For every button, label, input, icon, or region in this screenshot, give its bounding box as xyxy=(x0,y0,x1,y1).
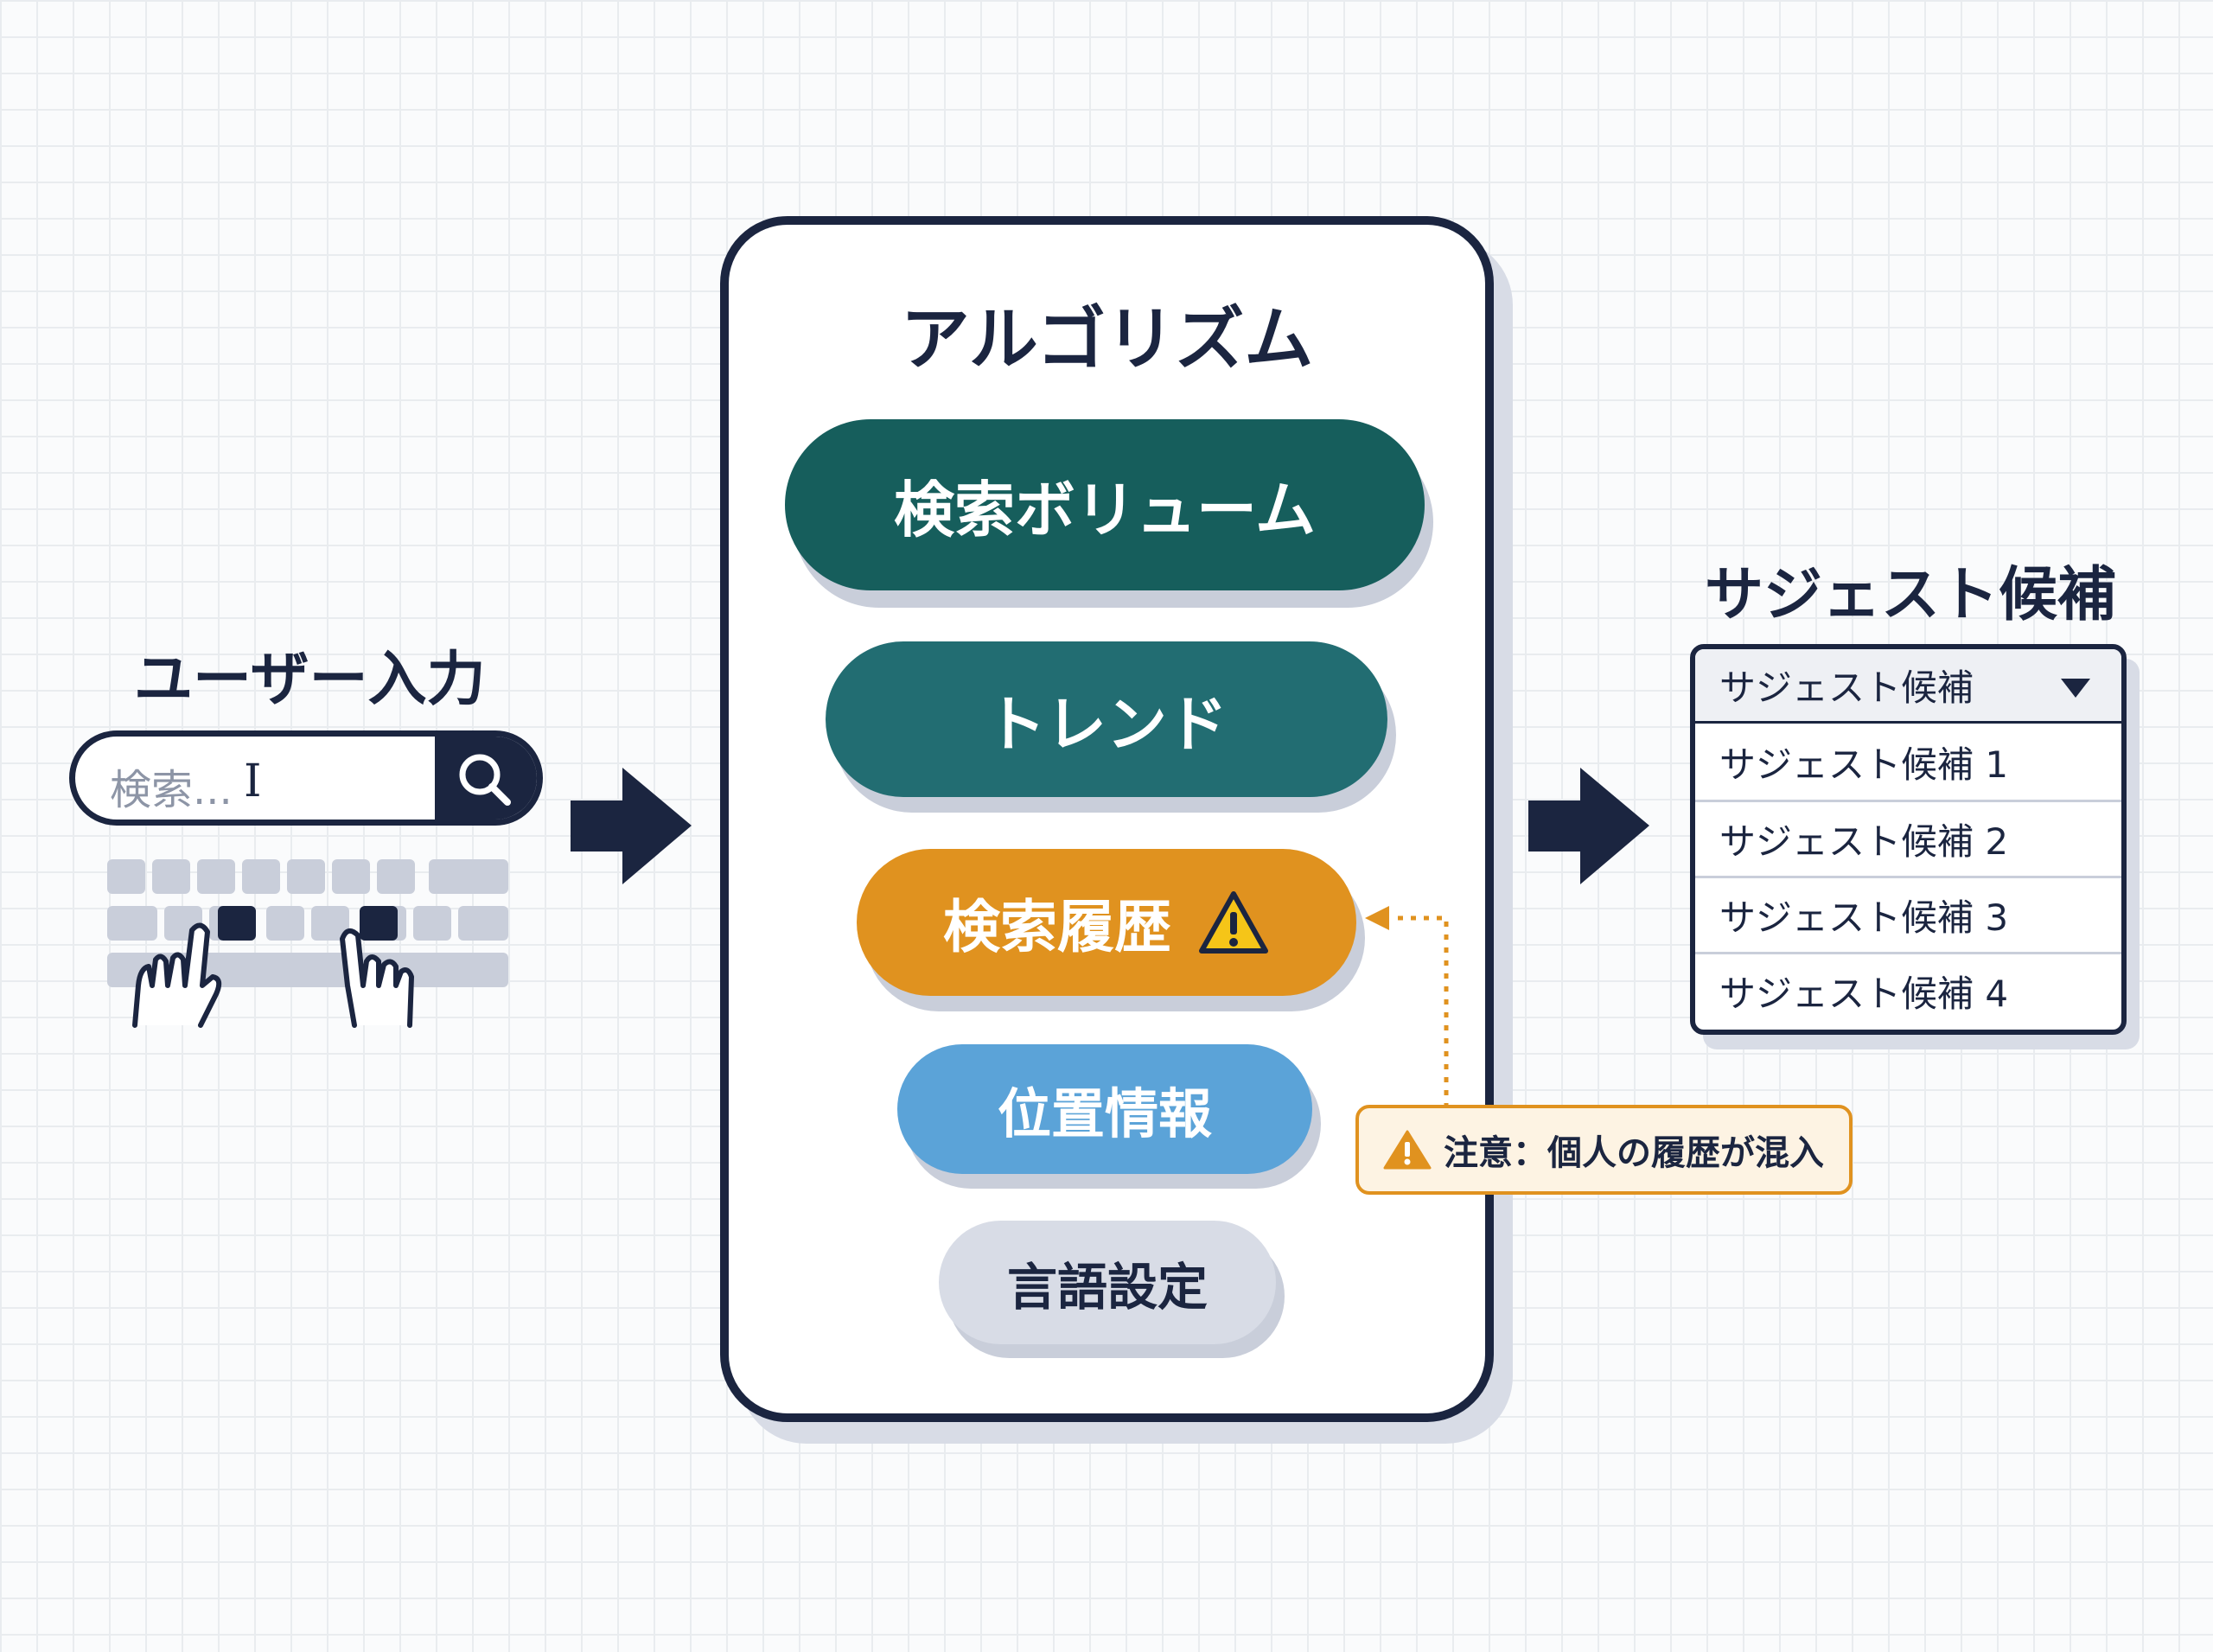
dropdown-header[interactable]: サジェスト候補 xyxy=(1695,649,2121,724)
search-input[interactable]: 検索... xyxy=(110,766,233,814)
suggestion-item[interactable]: サジェスト候補 4 xyxy=(1695,952,2121,1028)
keyboard-icon xyxy=(107,859,508,1028)
dropdown-label: サジェスト候補 xyxy=(1719,667,1974,709)
user-input-title: ユーザー入力 xyxy=(134,646,486,714)
search-bar[interactable]: 検索... I xyxy=(69,730,543,826)
factor-search-history: 検索履歴 xyxy=(857,849,1356,996)
suggestion-item[interactable]: サジェスト候補 3 xyxy=(1695,876,2121,952)
suggestion-item[interactable]: サジェスト候補 1 xyxy=(1695,724,2121,800)
factor-location: 位置情報 xyxy=(897,1044,1312,1174)
suggestion-label: サジェスト候補 1 xyxy=(1719,743,2009,786)
factor-label: 位置情報 xyxy=(997,1082,1212,1145)
search-icon xyxy=(459,754,511,806)
factor-label: 検索履歴 xyxy=(943,894,1171,960)
caution-text: 注意：個人の履歴が混入 xyxy=(1444,1133,1824,1173)
factor-label: 言語設定 xyxy=(1006,1257,1208,1317)
suggestion-dropdown[interactable]: サジェスト候補 サジェスト候補 1 サジェスト候補 2 サジェスト候補 3 サジ… xyxy=(1690,644,2127,1035)
caution-note: 注意：個人の履歴が混入 xyxy=(1355,1105,1853,1195)
suggestion-label: サジェスト候補 3 xyxy=(1719,896,2009,939)
text-cursor-icon: I xyxy=(244,756,262,807)
factor-trend: トレンド xyxy=(826,641,1387,797)
search-button[interactable] xyxy=(435,737,537,820)
factor-label: 検索ボリューム xyxy=(894,474,1316,545)
suggestion-label: サジェスト候補 4 xyxy=(1719,973,2009,1015)
factor-language: 言語設定 xyxy=(939,1221,1276,1344)
caution-connector xyxy=(1365,906,1449,1108)
warning-icon xyxy=(1383,1130,1432,1170)
factor-label: トレンド xyxy=(985,688,1228,760)
suggestion-item[interactable]: サジェスト候補 2 xyxy=(1695,800,2121,876)
suggestion-label: サジェスト候補 2 xyxy=(1719,820,2009,863)
algorithm-title: アルゴリズム xyxy=(900,299,1314,380)
arrow-right-icon xyxy=(571,768,692,884)
warning-icon xyxy=(1199,891,1268,954)
chevron-down-icon xyxy=(2061,679,2090,698)
arrow-right-icon xyxy=(1528,768,1649,884)
suggestions-title: サジェスト候補 xyxy=(1705,561,2117,629)
factor-search-volume: 検索ボリューム xyxy=(785,419,1425,590)
